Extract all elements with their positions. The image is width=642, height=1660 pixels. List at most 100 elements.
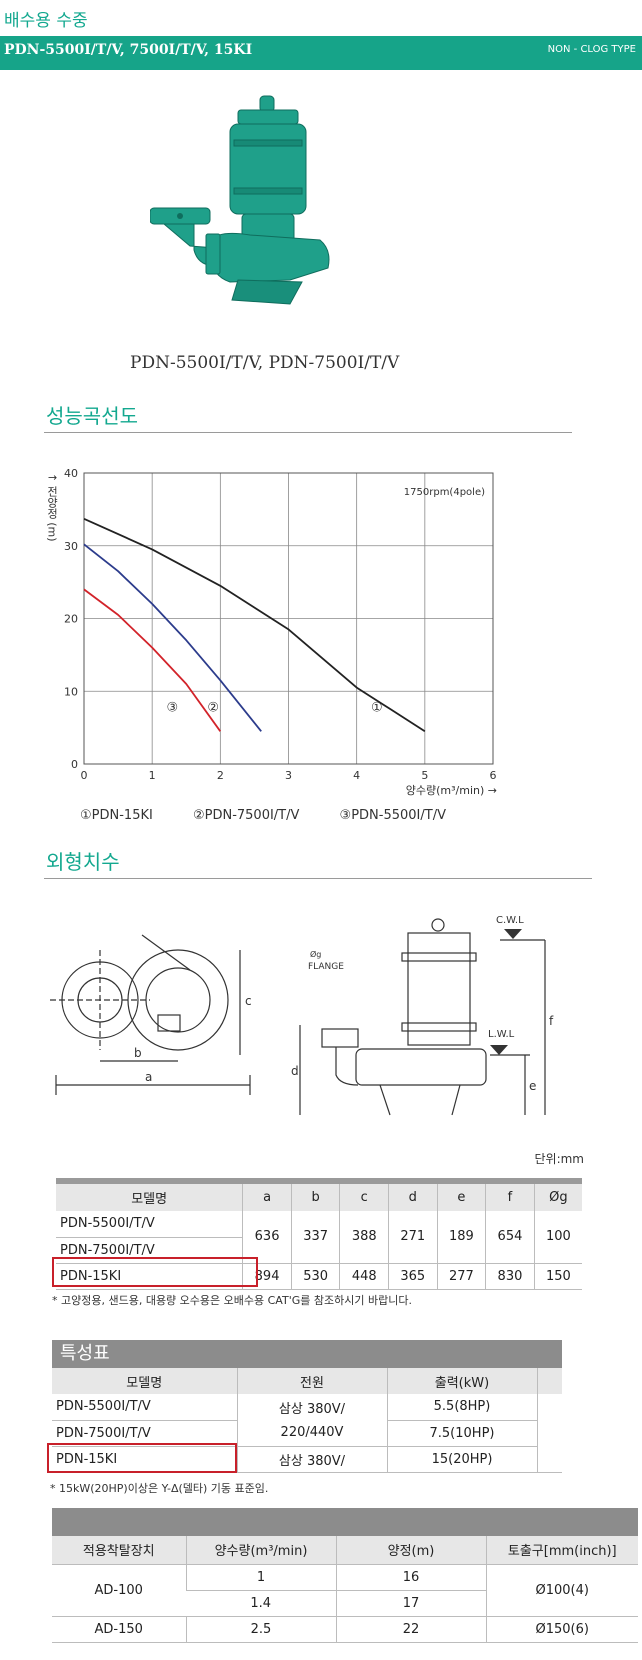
value-cell: 830 <box>485 1263 535 1290</box>
y-tick-label: 30 <box>64 540 78 553</box>
model-cell: PDN-15KI <box>56 1263 243 1290</box>
value-cell: 189 <box>436 1211 486 1264</box>
col-header: 적용착탈장치 <box>52 1536 186 1565</box>
category-title: 배수용 수중 <box>4 11 88 31</box>
dim-label-flange: FLANGE <box>308 962 344 972</box>
power-cell: 15(20HP) <box>386 1446 537 1473</box>
table-row: AD-150 2.5 22 Ø150(6) <box>52 1616 638 1643</box>
device-cell: AD-150 <box>52 1616 186 1643</box>
value-cell: 150 <box>533 1263 582 1290</box>
col-header: d <box>388 1178 438 1211</box>
value-cell: 271 <box>388 1211 438 1264</box>
y-tick-label: 20 <box>64 613 78 626</box>
dimension-note: * 고양정용, 샌드용, 대용량 오수용은 오배수용 CAT'G를 참조하시기 … <box>52 1294 412 1307</box>
dimension-drawing: a b c d e f Øg FLANGE C.W.L L.W.L <box>50 915 554 1116</box>
x-tick-label: 0 <box>81 769 88 782</box>
value-cell: 894 <box>242 1263 292 1290</box>
value-cell: 277 <box>436 1263 486 1290</box>
col-header-empty <box>536 1368 562 1394</box>
spec-note: * 15kW(20HP)이상은 Y-Δ(델타) 기동 표준임. <box>50 1482 269 1495</box>
unit-label: 단위:mm <box>534 1152 584 1166</box>
value-cell: 530 <box>290 1263 340 1290</box>
value-cell: 388 <box>339 1211 389 1264</box>
chart-axes <box>83 472 494 765</box>
device-cell: AD-100 <box>52 1564 186 1617</box>
chart-legend: ①PDN-15KI ②PDN-7500I/T/V ③PDN-5500I/T/V <box>80 808 482 823</box>
dimensions-title: 외형치수 <box>46 850 120 874</box>
col-header: c <box>339 1178 389 1211</box>
table-header-row: 모델명 전원 출력(kW) <box>52 1368 562 1394</box>
model-cell: PDN-5500I/T/V <box>52 1394 237 1421</box>
dim-label-a: a <box>145 1070 152 1084</box>
col-header: 토출구[mm(inch)] <box>485 1536 638 1565</box>
table-row: AD-100 1 16 Ø100(4) <box>52 1564 638 1617</box>
model-line: PDN-5500I/T/V, 7500I/T/V, 15KI <box>4 42 253 58</box>
y-tick-label: 0 <box>71 758 78 771</box>
model-cell: PDN-7500I/T/V <box>56 1237 243 1264</box>
col-header: Øg <box>533 1178 582 1211</box>
head-cell: 16 <box>335 1564 486 1591</box>
x-tick-label: 5 <box>421 769 428 782</box>
flow-cell: 2.5 <box>185 1616 336 1643</box>
empty-cell <box>536 1394 562 1473</box>
spec-title: 특성표 <box>52 1340 562 1368</box>
col-header: b <box>290 1178 340 1211</box>
col-header: e <box>436 1178 486 1211</box>
x-tick-label: 3 <box>285 769 292 782</box>
table-header-row: 모델명 a b c d e f Øg <box>56 1178 582 1211</box>
legend-item-3: ③PDN-5500I/T/V <box>339 808 446 823</box>
dimension-table: 모델명 a b c d e f Øg PDN-5500I/T/V 636 337… <box>56 1178 582 1290</box>
fitting-table: 적용착탈장치 양수량(m³/min) 양정(m) 토출구[mm(inch)] A… <box>52 1536 638 1643</box>
dim-label-b: b <box>134 1046 142 1060</box>
x-tick-label: 4 <box>353 769 360 782</box>
table-header-row: 적용착탈장치 양수량(m³/min) 양정(m) 토출구[mm(inch)] <box>52 1536 638 1565</box>
series-line-1 <box>83 517 426 733</box>
x-tick-label: 6 <box>490 769 497 782</box>
col-header: 모델명 <box>56 1178 243 1211</box>
dim-label-lwl: L.W.L <box>488 1029 515 1040</box>
x-axis-label: 양수량(m³/min) → <box>406 784 497 797</box>
pump-caption: PDN-5500I/T/V, PDN-7500I/T/V <box>130 353 400 373</box>
table-row: PDN-5500I/T/V 삼상 380V/ 5.5(8HP) <box>52 1394 562 1473</box>
power-cell: 5.5(8HP) <box>386 1394 537 1421</box>
col-header: 양정(m) <box>335 1536 486 1565</box>
performance-rule <box>44 432 572 433</box>
performance-title: 성능곡선도 <box>46 404 138 428</box>
flow-cell: 1 <box>185 1564 336 1591</box>
col-header: 출력(kW) <box>386 1368 537 1394</box>
plan-body <box>127 949 229 1051</box>
dim-label-g: Øg <box>310 949 321 959</box>
dim-label-c: c <box>245 994 252 1008</box>
y-tick-label: 40 <box>64 467 78 480</box>
col-header: f <box>485 1178 535 1211</box>
value-cell: 365 <box>388 1263 438 1290</box>
series-line-2 <box>83 543 262 732</box>
legend-item-1: ①PDN-15KI <box>80 808 153 823</box>
value-cell: 100 <box>533 1211 582 1264</box>
head-cell: 22 <box>335 1616 486 1643</box>
dim-label-d: d <box>291 1064 299 1078</box>
legend-item-2: ②PDN-7500I/T/V <box>192 808 300 823</box>
y-tick-label: 10 <box>64 685 78 698</box>
col-header: 양수량(m³/min) <box>185 1536 336 1565</box>
value-cell: 636 <box>242 1211 292 1264</box>
series-marker-2: ② <box>207 701 219 716</box>
table-row: PDN-7500I/T/V 220/440V 7.5(10HP) <box>52 1420 562 1447</box>
x-tick-label: 2 <box>217 769 224 782</box>
col-header: a <box>242 1178 292 1211</box>
model-cell: PDN-7500I/T/V <box>52 1420 237 1447</box>
chart-grid <box>83 472 494 765</box>
model-cell: PDN-5500I/T/V <box>56 1211 243 1238</box>
voltage-cell: 220/440V <box>236 1420 387 1447</box>
model-banner: PDN-5500I/T/V, 7500I/T/V, 15KI NON - CLO… <box>0 36 642 70</box>
type-label: NON - CLOG TYPE <box>547 44 636 55</box>
power-cell: 7.5(10HP) <box>386 1420 537 1447</box>
y-axis-label: ↑ 전양정 (m) <box>46 473 59 542</box>
voltage-cell: 삼상 380V/ <box>236 1394 387 1420</box>
table-row: PDN-7500I/T/V <box>56 1237 582 1264</box>
dim-label-cwl: C.W.L <box>496 915 524 926</box>
model-cell: PDN-15KI <box>52 1446 237 1473</box>
table-row: PDN-15KI 삼상 380V/ 15(20HP) <box>52 1446 562 1473</box>
head-cell: 17 <box>335 1590 486 1617</box>
